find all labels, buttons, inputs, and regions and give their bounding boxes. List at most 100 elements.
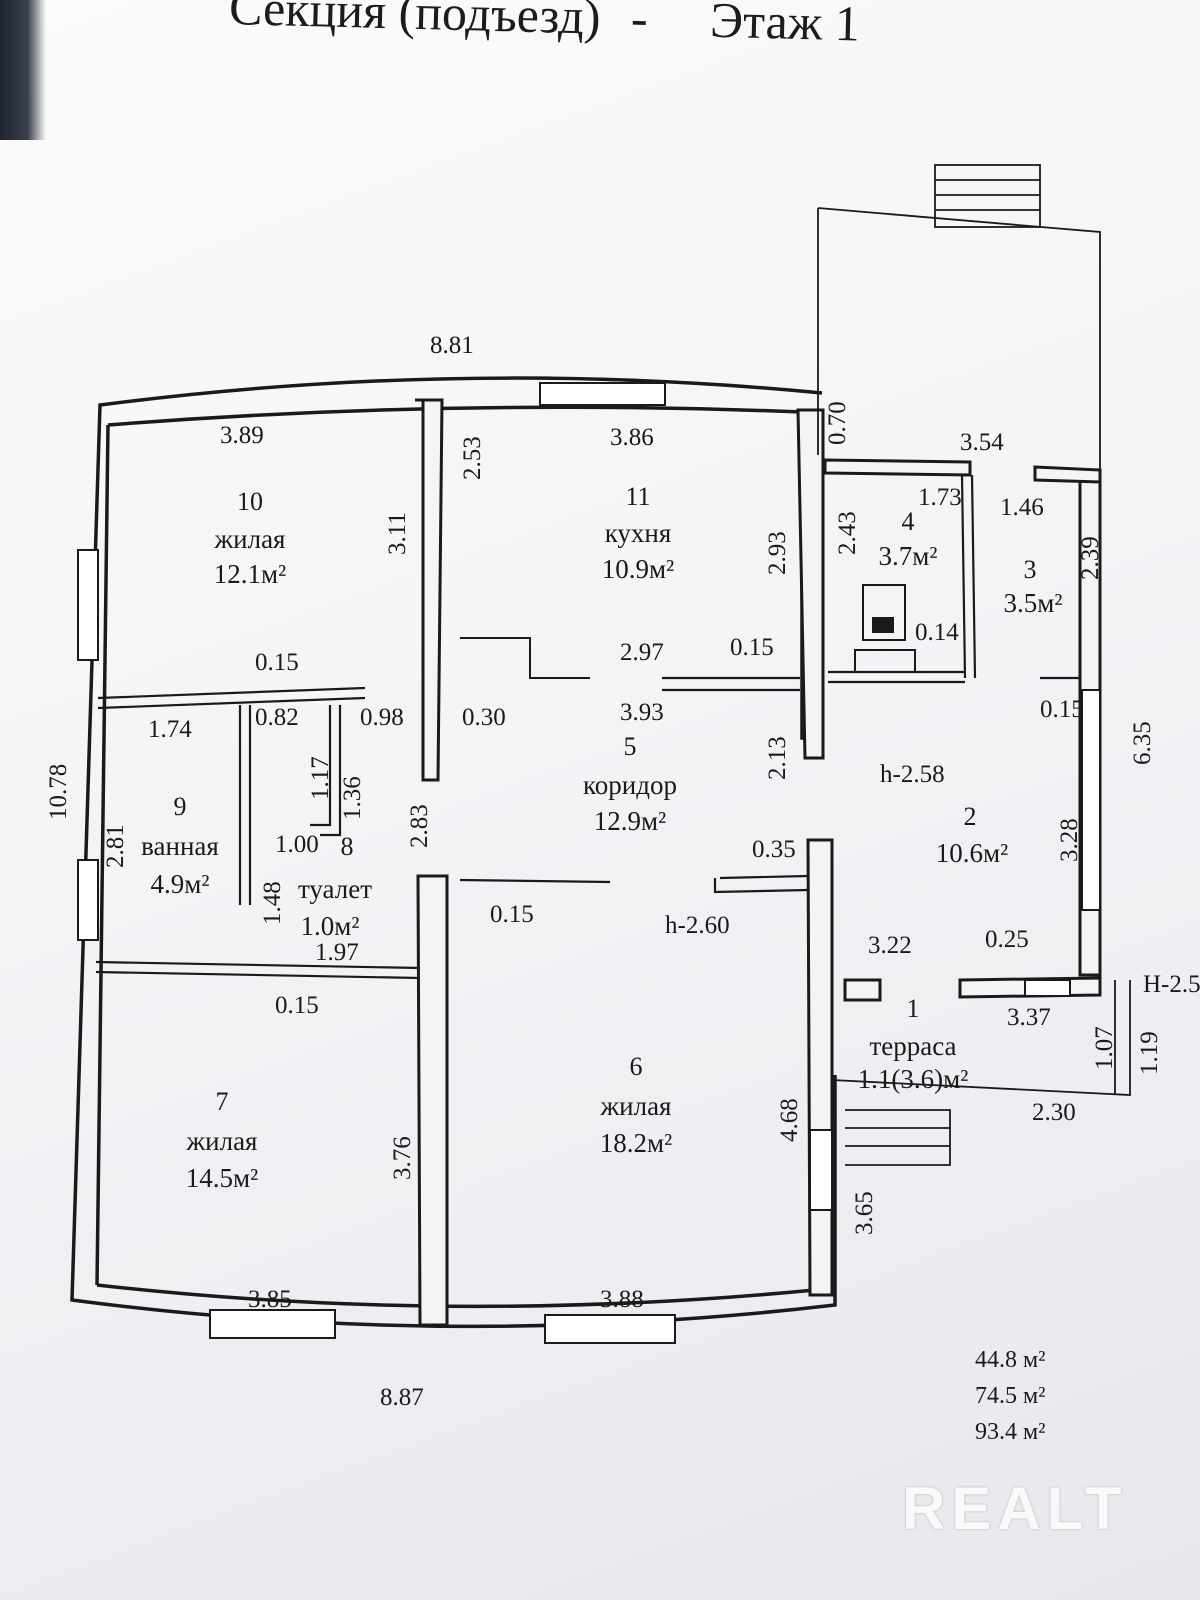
wall-annex-top-right [1033,465,1102,484]
room-8-area: 1.0м² [301,911,360,941]
dim-doorway-a: 0.98 [360,704,404,731]
porch-outline [817,207,1101,470]
dimension-labels: 8.81 8.87 10.78 3.89 3.11 3.86 2.93 2.53… [45,332,1200,1411]
dim-corridor-segment: 2.97 [620,639,664,666]
room-5-area: 12.9м² [594,806,666,836]
room-1-name: терраса [869,1031,956,1061]
terrace-outline [831,980,1131,1096]
total-area-3: 93.4 м² [975,1419,1046,1445]
room-9-area: 4.9м² [151,869,210,899]
dim-corridor-height: 2.13 [764,736,791,780]
dim-wall-e: 0.15 [275,992,319,1019]
window-right-lower [809,1129,833,1211]
porch-stairs [934,164,1041,228]
dim-r4-height: 2.43 [834,511,861,555]
partition-4-3 [960,474,977,679]
window-bottom-left [209,1309,336,1339]
room-6-area: 18.2м² [600,1128,672,1158]
windows [77,382,1101,1344]
partition-11-5 [662,676,800,692]
room-10-area: 12.1м² [214,559,286,589]
dim-r4-wall: 0.14 [915,619,959,646]
room-9-name: ванная [141,831,219,861]
dim-wall-a: 0.15 [255,649,299,676]
room-10-number: 10 [237,487,263,516]
dim-porch-height: 0.70 [824,401,851,445]
dim-r11-left-wall: 2.53 [459,436,486,480]
dim-r6-side: 3.65 [851,1191,878,1235]
dim-doorway-b: 0.35 [752,836,796,863]
dim-r6-height: 4.68 [776,1098,803,1142]
fixtures [460,584,916,679]
room-8-name: туалет [298,874,372,904]
partition-4-2 [828,670,965,684]
window-left-upper [77,549,99,661]
dim-r8-bottom: 1.97 [315,939,359,966]
wall-10-11 [415,398,444,782]
dim-r8-depth2: 1.00 [275,831,319,858]
room-labels: 10 жилая 12.1м² 11 кухня 10.9м² 4 3.7м² … [141,482,1062,1193]
dim-r8-depth: 1.17 [307,756,334,800]
dim-wall-b: 0.15 [730,634,774,661]
room-1-number: 1 [907,994,920,1023]
dim-terrace-bottom: 2.30 [1032,1099,1076,1126]
wall-11-right [796,408,825,760]
dim-r9-height: 2.81 [102,824,129,868]
dim-right-total: 6.35 [1129,721,1156,765]
height-terrace: H-2.5 [1143,971,1200,998]
dim-terrace-width: 3.37 [1007,1004,1051,1031]
dim-corridor-width: 3.93 [620,699,664,726]
room-9-number: 9 [174,792,187,821]
dim-r8-height: 1.36 [339,776,366,820]
outer-wall-bottom-inner [96,1090,817,1309]
partition-bath-toilet [238,705,252,905]
dim-r7-width: 3.85 [248,1286,292,1313]
dim-r9-width: 1.74 [148,716,192,743]
dim-r10-height: 3.11 [384,512,411,555]
outer-wall-left-inner [95,424,110,1286]
window-bottom-right [544,1314,676,1344]
partition-10-9 [97,686,366,710]
room-6-name: жилая [600,1091,672,1121]
dim-r2-width: 3.22 [868,932,912,959]
dim-r8-side: 1.48 [259,881,286,925]
dim-corridor-left: 2.83 [406,804,433,848]
background-edge [0,0,46,140]
dim-wall-f: 0.30 [462,704,506,731]
partition-5-6 [459,874,809,894]
room-4-number: 4 [902,507,915,536]
dim-bottom-total: 8.87 [380,1384,424,1411]
height-r2: h-2.58 [880,761,945,788]
porch-stairs-steps [935,179,1040,211]
dim-r11-height: 2.93 [764,531,791,575]
dim-r7-height: 3.76 [389,1136,416,1180]
wall-terrace-stub [843,978,882,1002]
total-area-1: 44.8 м² [975,1347,1046,1373]
room-5-number: 5 [624,732,637,761]
wall-annex-top-left [823,458,972,477]
total-area-2: 74.5 м² [975,1383,1046,1409]
dim-r10-width: 3.89 [220,422,264,449]
outer-wall-top-inner [107,405,803,427]
area-totals: 44.8 м² 74.5 м² 93.4 м² [975,1342,1045,1450]
sink-icon [854,649,916,673]
room-11-number: 11 [625,482,650,511]
height-corridor: h-2.60 [665,912,730,939]
room-11-area: 10.9м² [602,554,674,584]
dim-top-total: 8.81 [430,332,474,359]
room-7-name: жилая [186,1126,258,1156]
window-left-lower [77,859,99,941]
room-10-name: жилая [214,524,286,554]
counter-icon [460,637,590,679]
room-2-area: 10.6м² [936,838,1008,868]
dim-r4-width: 1.73 [918,484,962,511]
dim-r34-width: 3.54 [960,429,1004,456]
partition-9-7 [95,960,421,980]
partition-toilet [310,705,342,837]
watermark-logo: REALT [902,1475,1128,1542]
dim-wall-c: 0.15 [1040,696,1084,723]
dim-r6-width: 3.88 [600,1286,644,1313]
wall-6-right [806,838,834,1297]
window-top [539,382,666,406]
